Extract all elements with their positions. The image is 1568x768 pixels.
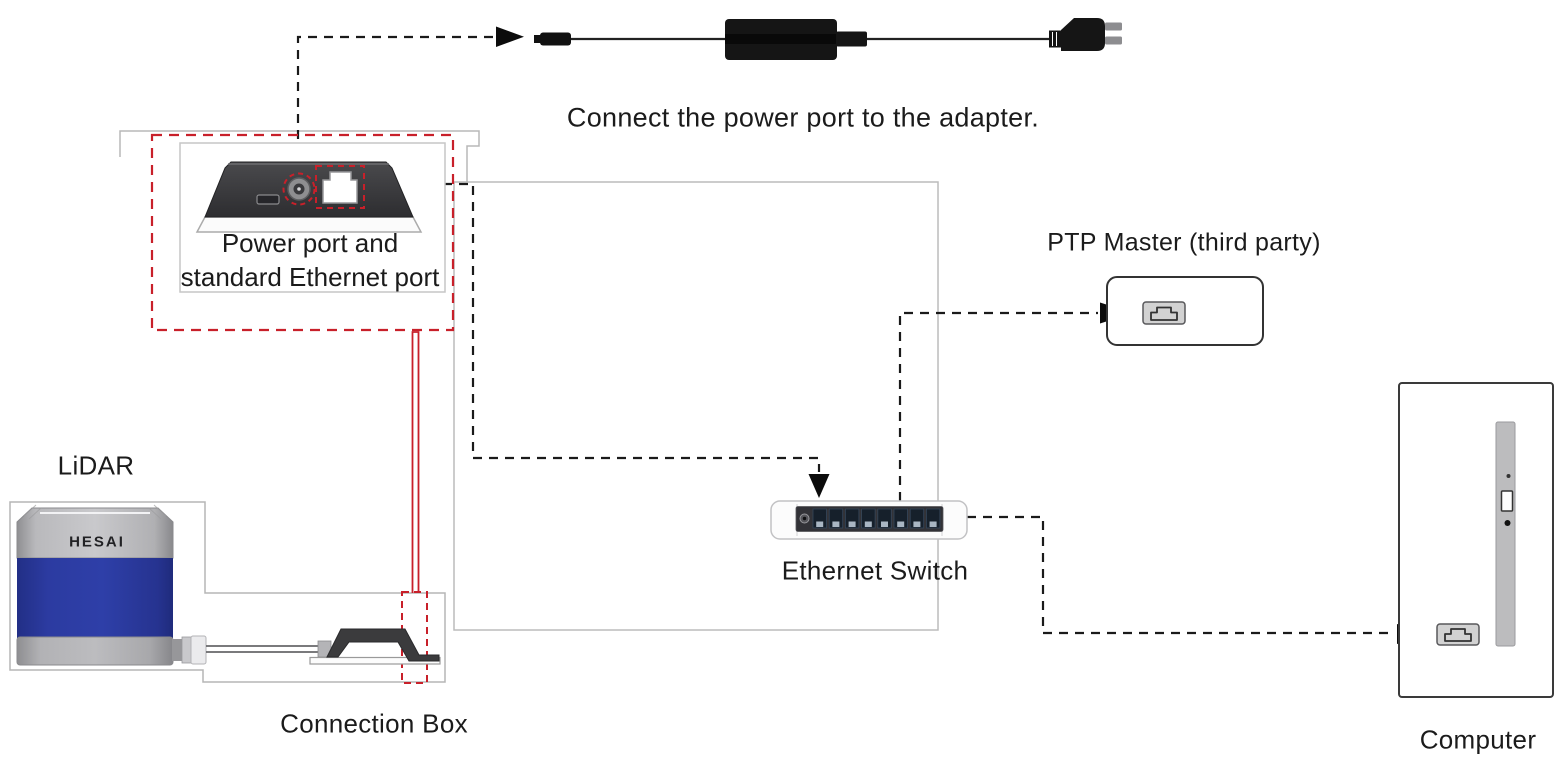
ptp-master-label: PTP Master (third party) [1047, 228, 1321, 257]
lidar-device [16, 504, 332, 666]
ethernet-switch-label: Ethernet Switch [781, 555, 969, 586]
lidar-cable-connector [172, 635, 207, 665]
usb-port [256, 194, 280, 205]
grouping-rectangle [453, 181, 939, 631]
connection-box-top-view [179, 142, 446, 293]
power-adapter [534, 18, 1122, 60]
arrow-to-adapter [496, 26, 524, 47]
connection-box-label: Connection Box [280, 708, 468, 739]
switch-rj45-ports [812, 508, 941, 529]
computer-box [1398, 382, 1554, 698]
switch-to-ptp-route [898, 311, 1098, 501]
switch-to-computer-route [967, 515, 1395, 635]
power-ethernet-port-label: Power port and standard Ethernet port [180, 228, 440, 292]
ethernet-port-icon [1436, 623, 1480, 646]
ethernet-switch-device [770, 500, 968, 540]
switch-power-jack [799, 513, 810, 524]
red-highlight-rectangle [150, 133, 455, 332]
ethernet-port-icon [1142, 301, 1186, 325]
optical-drive-bar [1495, 421, 1516, 647]
lidar-enclosure-outline [9, 501, 446, 683]
arrow-to-switch [808, 474, 830, 498]
power-port-to-adapter-route [296, 35, 494, 171]
connection-box-side-view [309, 628, 441, 665]
lidar-cable [206, 640, 332, 658]
lidar-brand-logo: HESAI [69, 533, 125, 551]
power-port-red-highlight [282, 172, 316, 206]
ethernet-port-to-switch-route [363, 182, 821, 472]
caption-text: Connect the power port to the adapter. [566, 102, 1040, 133]
computer-label: Computer [1419, 724, 1537, 755]
ethernet-port-red-highlight [315, 165, 365, 209]
connection-box-mount-plate [119, 130, 480, 182]
power-port [287, 177, 311, 201]
red-link-line [411, 331, 420, 593]
lidar-label: LiDAR [57, 450, 135, 481]
ethernet-port [322, 171, 358, 204]
ptp-master-box [1106, 276, 1264, 346]
